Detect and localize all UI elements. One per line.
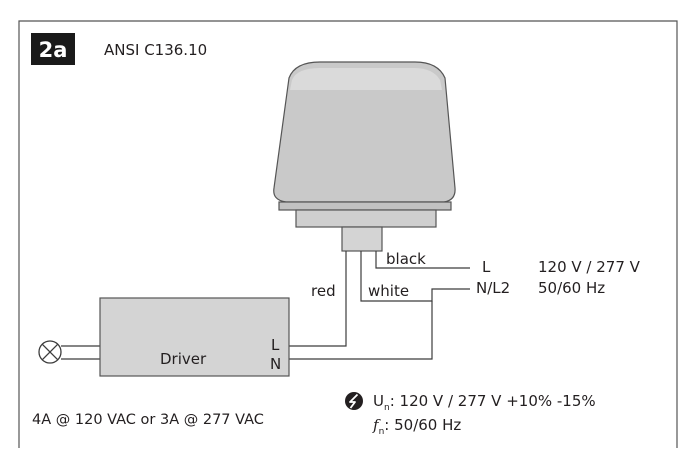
fn-symbol: f bbox=[372, 416, 381, 434]
photocell-base-ring bbox=[278, 201, 452, 211]
lamp-icon bbox=[38, 340, 62, 364]
un-subscript: n bbox=[384, 403, 390, 413]
neutral-wire bbox=[289, 301, 433, 360]
black-wire-label: black bbox=[386, 250, 426, 268]
supply-frequency: 50/60 Hz bbox=[538, 279, 605, 297]
terminal-l-label: L bbox=[482, 258, 491, 276]
un-value: : 120 V / 277 V +10% -15% bbox=[390, 392, 596, 410]
un-symbol: U bbox=[373, 392, 384, 410]
photocell bbox=[273, 61, 456, 252]
black-wire bbox=[375, 251, 470, 269]
figure-badge-label: 2a bbox=[39, 38, 68, 62]
standard-label: ANSI C136.10 bbox=[104, 41, 207, 59]
fn-spec: fn: 50/60 Hz bbox=[372, 416, 461, 437]
figure-frame bbox=[18, 20, 678, 448]
figure-badge bbox=[31, 33, 75, 65]
driver-box bbox=[99, 297, 290, 377]
fn-subscript: n bbox=[379, 427, 385, 437]
photocell-dome-highlight bbox=[290, 68, 442, 90]
driver-label: Driver bbox=[160, 350, 207, 368]
photocell-connector bbox=[341, 226, 383, 252]
driver: Driver L N bbox=[99, 297, 290, 377]
power-supply-icon bbox=[345, 392, 363, 410]
white-wire-label: white bbox=[368, 282, 409, 300]
fn-value: : 50/60 Hz bbox=[384, 416, 461, 434]
load-rating: 4A @ 120 VAC or 3A @ 277 VAC bbox=[32, 412, 264, 428]
red-wire bbox=[289, 251, 347, 347]
driver-terminal-l: L bbox=[271, 336, 280, 354]
red-wire-label: red bbox=[311, 282, 336, 300]
un-spec: Un: 120 V / 277 V +10% -15% bbox=[373, 392, 596, 413]
photocell-dome bbox=[273, 61, 456, 203]
photocell-base bbox=[295, 209, 437, 228]
wires bbox=[61, 251, 470, 360]
terminal-n-label: N/L2 bbox=[476, 279, 510, 297]
supply-voltage: 120 V / 277 V bbox=[538, 258, 641, 276]
driver-terminal-n: N bbox=[270, 355, 281, 373]
